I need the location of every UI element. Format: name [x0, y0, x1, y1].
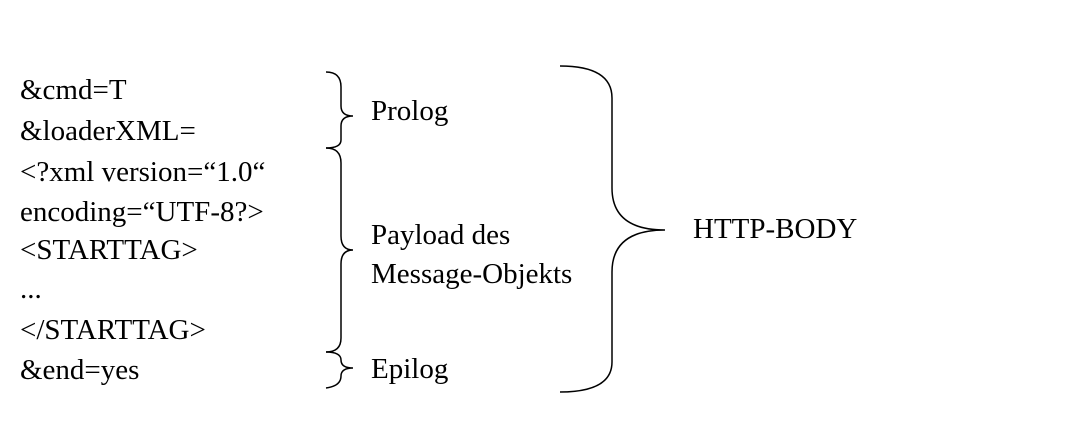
payload-label-line1: Payload des: [371, 219, 511, 251]
code-line-end: &end=yes: [20, 354, 140, 386]
payload-brace: [325, 147, 354, 353]
http-body-brace: [559, 65, 666, 393]
epilog-brace: [325, 351, 354, 389]
code-line-starttag: <STARTTAG>: [20, 234, 198, 266]
code-line-cmd: &cmd=T: [20, 74, 127, 106]
epilog-label: Epilog: [371, 353, 449, 385]
code-line-encoding: encoding=“UTF-8?>: [20, 196, 264, 228]
payload-label-line2: Message-Objekts: [371, 258, 573, 290]
code-line-xml-version: <?xml version=“1.0“: [20, 156, 266, 188]
http-body-label: HTTP-BODY: [693, 213, 858, 245]
code-line-ellipsis: ...: [20, 273, 42, 305]
prolog-label: Prolog: [371, 95, 449, 127]
prolog-brace: [325, 71, 354, 149]
code-line-loaderxml: &loaderXML=: [20, 115, 196, 147]
code-line-end-starttag: </STARTTAG>: [20, 314, 206, 346]
